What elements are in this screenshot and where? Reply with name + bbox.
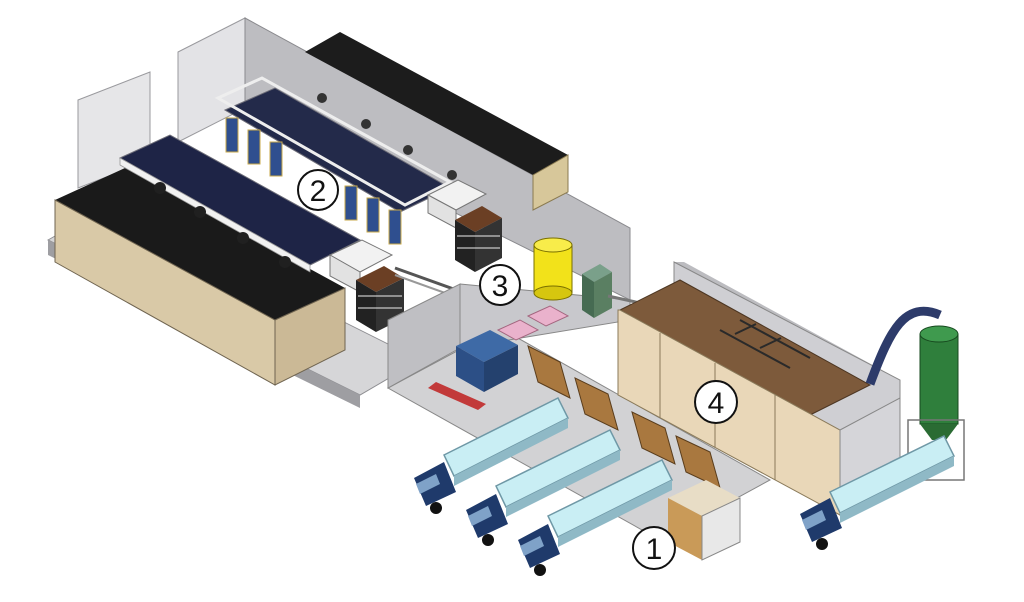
truck-wheel: [482, 534, 494, 546]
area4-rack: [719, 329, 791, 369]
front-block-roof: [55, 168, 345, 320]
wooden-reception-bin: [668, 480, 741, 561]
tipping-hopper: [574, 377, 619, 431]
wall-porthole: [403, 145, 413, 155]
conveyor-wheel: [194, 206, 206, 218]
blue-machine-unit: [344, 185, 358, 221]
callout-3: 3: [479, 264, 521, 306]
conveyor-wheel: [237, 232, 249, 244]
callout-2: 2: [297, 169, 339, 211]
truck-wheel: [816, 538, 828, 550]
blue-packing-machine: [456, 330, 518, 362]
red-cart: [428, 382, 486, 410]
tipping-hopper: [527, 345, 571, 399]
callout-3-label: 3: [492, 270, 509, 303]
conveyor-wheel: [279, 256, 291, 268]
truck-trailer-base: [840, 456, 954, 523]
green-silo: [865, 306, 965, 481]
area4-rack: [759, 337, 782, 349]
truck: [800, 434, 956, 550]
wall-porthole: [317, 93, 327, 103]
callout-4: 4: [694, 380, 738, 424]
blue-machine-unit: [269, 141, 283, 177]
truck: [518, 458, 674, 576]
blue-packing-machine: [484, 345, 518, 392]
wall-porthole: [361, 119, 371, 129]
truck-windshield: [520, 536, 544, 556]
callout-1-label: 1: [646, 533, 663, 566]
truck-windshield: [416, 474, 440, 494]
truck-wheel: [534, 564, 546, 576]
area4-rack: [734, 323, 757, 335]
blue-machine-unit: [366, 197, 380, 233]
upper-conveyor-rail: [214, 76, 454, 207]
callout-4-label: 4: [708, 387, 725, 420]
lower-conveyor-rail: [119, 157, 311, 273]
front-block-side: [274, 287, 346, 386]
truck-trailer-base: [558, 480, 672, 547]
blue-packing-machine: [456, 346, 484, 392]
rear-dark-roof-slab: [305, 32, 568, 175]
blue-machine-row: [225, 117, 402, 245]
blue-duct: [865, 306, 942, 386]
truck: [414, 396, 570, 514]
blue-machine-unit: [247, 129, 261, 165]
truck: [466, 428, 622, 546]
blue-machine-unit: [225, 117, 239, 153]
rear-roof-edge: [532, 154, 569, 211]
tipping-hopper: [631, 411, 676, 465]
conveyor-wheel: [154, 182, 166, 194]
truck-wheel: [430, 502, 442, 514]
truck-windshield: [468, 506, 492, 526]
truck-trailer-base: [506, 450, 620, 517]
callout-1: 1: [632, 526, 676, 570]
pink-dosing-unit: [526, 305, 570, 327]
tipping-hopper-row: [527, 345, 721, 489]
truck-windshield: [802, 510, 826, 530]
left-processing-building: [46, 17, 631, 408]
truck-fleet: [414, 396, 956, 576]
brown-rack-stack: [455, 206, 502, 272]
green-control-cabinet: [582, 264, 612, 318]
pink-dosing-unit: [496, 319, 540, 341]
wall-porthole: [447, 170, 457, 180]
blue-machine-unit: [388, 209, 402, 245]
callout-2-label: 2: [310, 175, 327, 208]
truck-trailer-base: [454, 418, 568, 486]
yellow-silo: [533, 237, 573, 301]
